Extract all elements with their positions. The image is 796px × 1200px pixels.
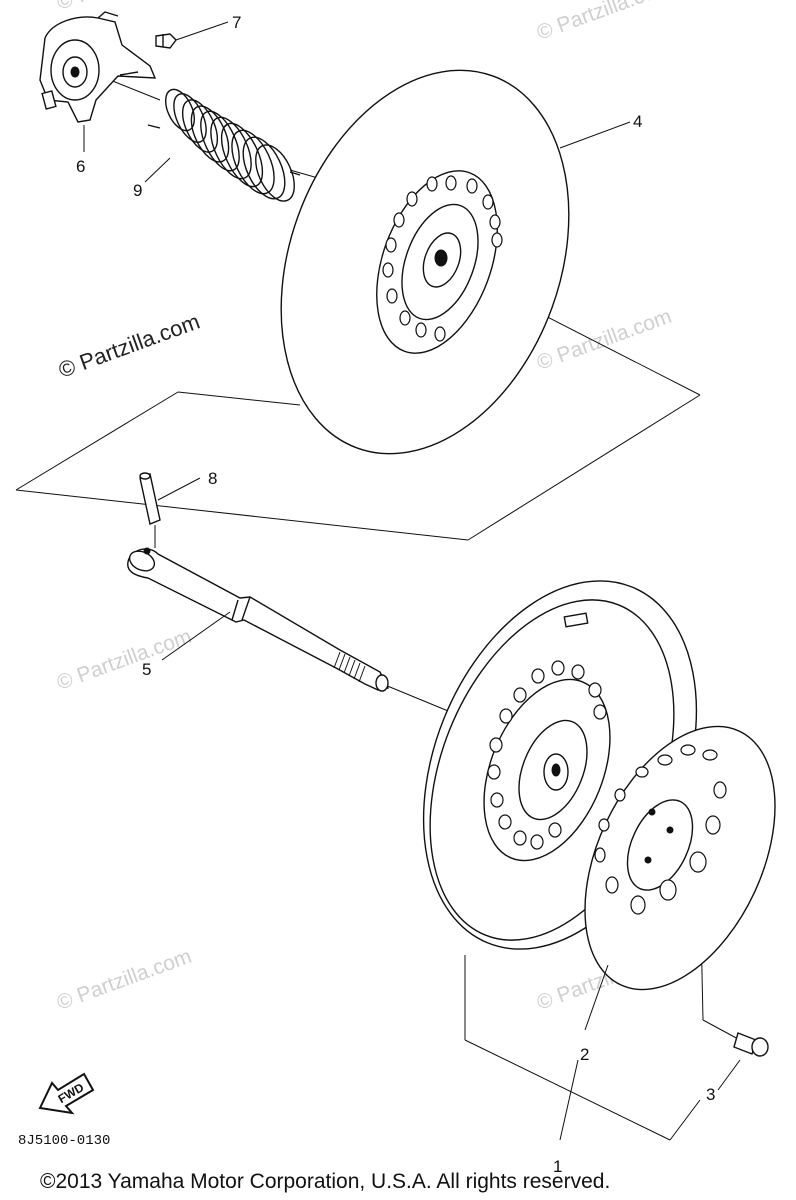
part-3-bolt [717, 1032, 769, 1091]
part-6-bracket [39, 11, 157, 123]
watermark-bottom-left: © Partzilla.com [54, 945, 195, 1015]
callout-labels: 1 2 3 4 5 6 7 8 9 [76, 13, 715, 1176]
watermark-top-left: © Partzilla.com [54, 0, 195, 15]
watermark-mid-left: © Partzilla.com [54, 625, 195, 695]
part-2-plate [584, 725, 776, 991]
callout-2: 2 [580, 1045, 589, 1064]
watermark-top-right: © Partzilla.com [534, 0, 675, 45]
callout-1: 1 [553, 1157, 562, 1176]
plate-2-holes [594, 744, 727, 915]
callout-6: 6 [76, 157, 85, 176]
part-9-spring [147, 88, 301, 202]
copyright-notice: ©2013 Yamaha Motor Corporation, U.S.A. A… [40, 1170, 610, 1193]
part-7-bolt [155, 21, 229, 49]
watermark-mid-right: © Partzilla.com [534, 305, 675, 375]
callout-7: 7 [232, 13, 241, 32]
sheave-4-holes [382, 175, 503, 342]
callout-leaders [83, 125, 171, 183]
drawing-code: 8J5100-0130 [18, 1133, 110, 1149]
part-8-pin [139, 472, 201, 548]
callout-4: 4 [633, 112, 642, 131]
assembly-bracket-lines [464, 955, 701, 1141]
callout-5: 5 [142, 660, 151, 679]
sheave-1-holes [487, 660, 607, 850]
part-4-sliding-sheave [280, 69, 631, 455]
callout-9: 9 [133, 181, 142, 200]
fwd-arrow-icon: FWD [38, 1072, 95, 1115]
callout-3: 3 [706, 1085, 715, 1104]
watermark-dark: © Partzilla.com [55, 309, 203, 383]
part-5-shaft [127, 547, 390, 692]
callout-8: 8 [208, 469, 217, 488]
